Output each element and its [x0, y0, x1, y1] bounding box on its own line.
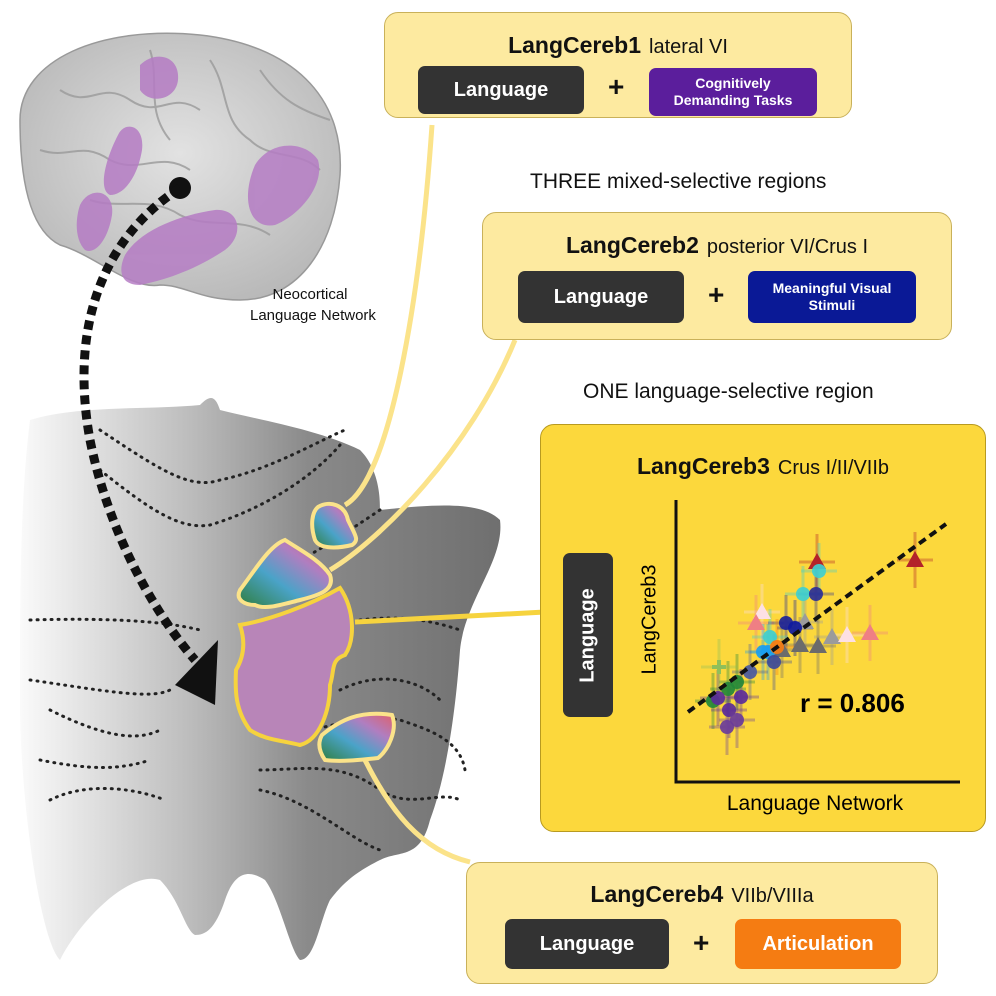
arrowhead-icon [175, 640, 218, 705]
chart-axes [674, 500, 960, 784]
data-point-circle [812, 564, 826, 578]
langcereb4-box: LangCereb4 VIIb/VIIIa Language + Articula… [466, 862, 938, 984]
langcereb1-box: LangCereb1 lateral VI Language + Cognitiv… [384, 12, 852, 118]
region-langcereb2 [236, 537, 333, 610]
correlation-annotation: r = 0.806 [800, 688, 905, 718]
data-point-circle [722, 703, 736, 717]
data-point-circle [720, 720, 734, 734]
data-point-circle [796, 587, 810, 601]
region-location: Crus I/II/VIIb [777, 457, 890, 479]
data-point-circle [809, 587, 823, 601]
connector-lines [328, 124, 546, 865]
dashed-arrow [79, 184, 199, 663]
mixed-heading: THREE mixed-selective regions [530, 170, 827, 193]
region-langcereb3 [233, 585, 354, 748]
langcereb2-box: LangCereb2 posterior VI/Crus I Language +… [482, 212, 952, 340]
region-langcereb4 [317, 711, 396, 763]
x-axis-label: Language Network [726, 792, 904, 815]
region-name: LangCereb1 [508, 32, 641, 58]
data-point-triangle [861, 624, 879, 640]
data-point-plus [712, 660, 726, 674]
language-tag: Language [418, 66, 584, 114]
data-point-circle [767, 655, 781, 669]
brain-label-line1: Neocortical [272, 286, 348, 303]
data-point-triangle [791, 636, 809, 652]
task-tag: Cognitively Demanding Tasks [649, 68, 817, 116]
data-point-triangle [809, 637, 827, 653]
data-point-circle [763, 630, 777, 644]
brain-label-line2: Language Network [250, 307, 376, 324]
data-point-triangle [906, 551, 924, 567]
selective-heading: ONE language-selective region [583, 380, 874, 403]
language-tag: Language [518, 271, 684, 323]
brain-label: Neocortical Language Network [250, 284, 376, 326]
brain-illustration [19, 32, 341, 301]
region-langcereb1 [310, 501, 359, 550]
plus-sign: + [608, 71, 625, 102]
plus-sign: + [693, 927, 710, 958]
language-tag: Language [563, 553, 613, 717]
plus-sign: + [708, 279, 725, 310]
task-tag: Meaningful Visual Stimuli [748, 271, 916, 323]
data-point-triangle [753, 603, 771, 619]
region-location: VIIb/VIIIa [731, 885, 814, 907]
region-name: LangCereb2 [565, 232, 699, 258]
data-point-triangle [838, 626, 856, 642]
task-tag: Articulation [735, 919, 901, 969]
data-point-circle [730, 713, 744, 727]
region-location: lateral VI [649, 36, 728, 58]
data-point-triangle [747, 614, 765, 630]
language-tag: Language [505, 919, 669, 969]
data-point-triangle [823, 628, 841, 644]
region-name: LangCereb4 [590, 881, 724, 907]
data-point-circle [734, 690, 748, 704]
regression-line [686, 522, 948, 714]
region-location: posterior VI/Crus I [706, 236, 869, 258]
region-name: LangCereb3 [636, 453, 770, 479]
